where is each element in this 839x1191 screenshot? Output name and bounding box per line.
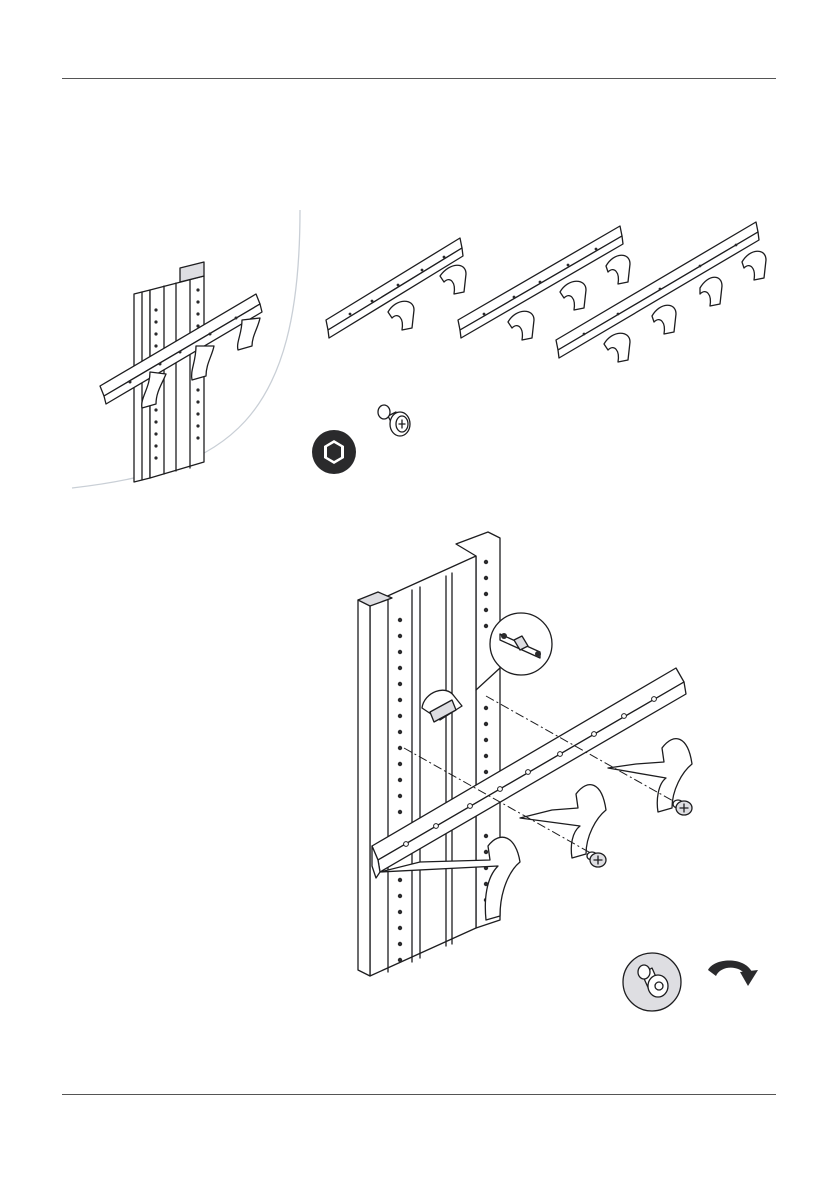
screw-icon <box>378 405 410 436</box>
hex-key-icon <box>312 430 356 474</box>
clockwise-rotation-icon <box>708 961 758 987</box>
four-hook-bracket <box>556 222 766 362</box>
main-vertical-rail <box>358 532 500 976</box>
screw-callout-icon <box>623 953 681 1011</box>
screw-left <box>587 852 606 867</box>
screw-right <box>673 800 692 815</box>
overview-figure <box>72 210 300 488</box>
two-hook-bracket <box>326 238 466 338</box>
